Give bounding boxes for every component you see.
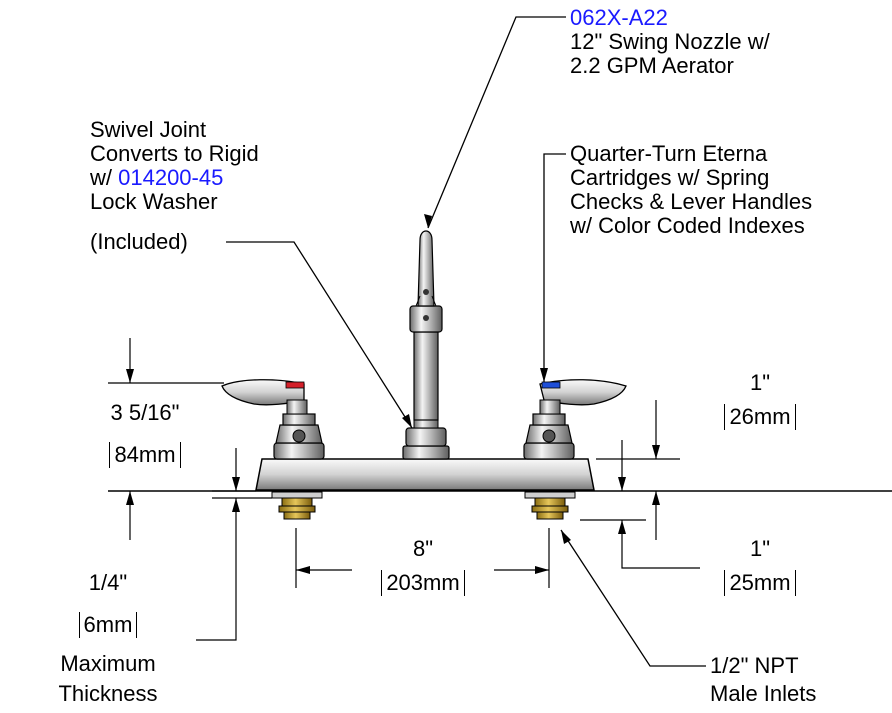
height-metric-wrap: 84mm: [90, 442, 200, 468]
thickness-label-line2: Thickness: [58, 681, 158, 706]
swivel-leader: [226, 241, 413, 429]
swivel-line4: Lock Washer: [90, 189, 218, 214]
shank-imperial: 1": [749, 536, 771, 561]
shank-metric-wrap: 25mm: [700, 570, 820, 596]
thickness-metric: 6mm: [78, 612, 138, 638]
cartridge-leader: [543, 153, 566, 382]
swivel-line3: w/ 014200-45: [90, 166, 223, 190]
cold-index: [541, 381, 561, 389]
spacing-imperial: 8": [412, 536, 434, 561]
right-shank: [524, 491, 576, 520]
height-imperial: 3 5/16": [110, 400, 180, 425]
shank-metric: 25mm: [724, 570, 796, 596]
swivel-line5: (Included): [90, 229, 188, 254]
right-lever-handle: [539, 379, 627, 415]
cartridge-line4: w/ Color Coded Indexes: [570, 213, 805, 238]
left-shank: [271, 491, 323, 520]
right-valve: [523, 413, 575, 460]
deck-height-metric: 26mm: [724, 404, 796, 430]
height-metric: 84mm: [109, 442, 181, 468]
hot-index: [285, 381, 305, 389]
spacing-metric: 203mm: [381, 570, 465, 596]
thickness-imperial: 1/4": [88, 570, 128, 595]
cartridge-line1: Quarter-Turn Eterna: [570, 141, 768, 166]
swivel-part-number: 014200-45: [118, 165, 224, 190]
cartridge-line3: Checks & Lever Handles: [570, 189, 813, 214]
nozzle-desc-line1: 12" Swing Nozzle w/: [570, 29, 770, 54]
left-valve: [273, 413, 325, 460]
nozzle-leader: [427, 16, 566, 229]
swivel-line2: Converts to Rigid: [90, 141, 259, 166]
thickness-metric-wrap: 6mm: [58, 612, 158, 638]
swivel-line3-prefix: w/: [90, 165, 119, 190]
deck-height-metric-wrap: 26mm: [700, 404, 820, 430]
swivel-joint: [402, 417, 450, 460]
thickness-label-line1: Maximum: [60, 651, 156, 676]
nozzle-desc-line2: 2.2 GPM Aerator: [570, 53, 734, 78]
cartridge-line2: Cartridges w/ Spring: [570, 165, 770, 190]
deck-plate: [255, 458, 595, 491]
deck-height-imperial: 1": [749, 370, 771, 395]
nozzle-part-number: 062X-A22: [570, 5, 668, 30]
inlets-line1: 1/2" NPT: [710, 653, 799, 678]
inlets-line2: Male Inlets: [710, 681, 817, 706]
swing-nozzle: [409, 230, 443, 421]
spacing-metric-wrap: 203mm: [353, 570, 493, 596]
swivel-line1: Swivel Joint: [90, 117, 207, 142]
inlets-leader: [560, 529, 706, 667]
left-lever-handle: [221, 379, 308, 415]
